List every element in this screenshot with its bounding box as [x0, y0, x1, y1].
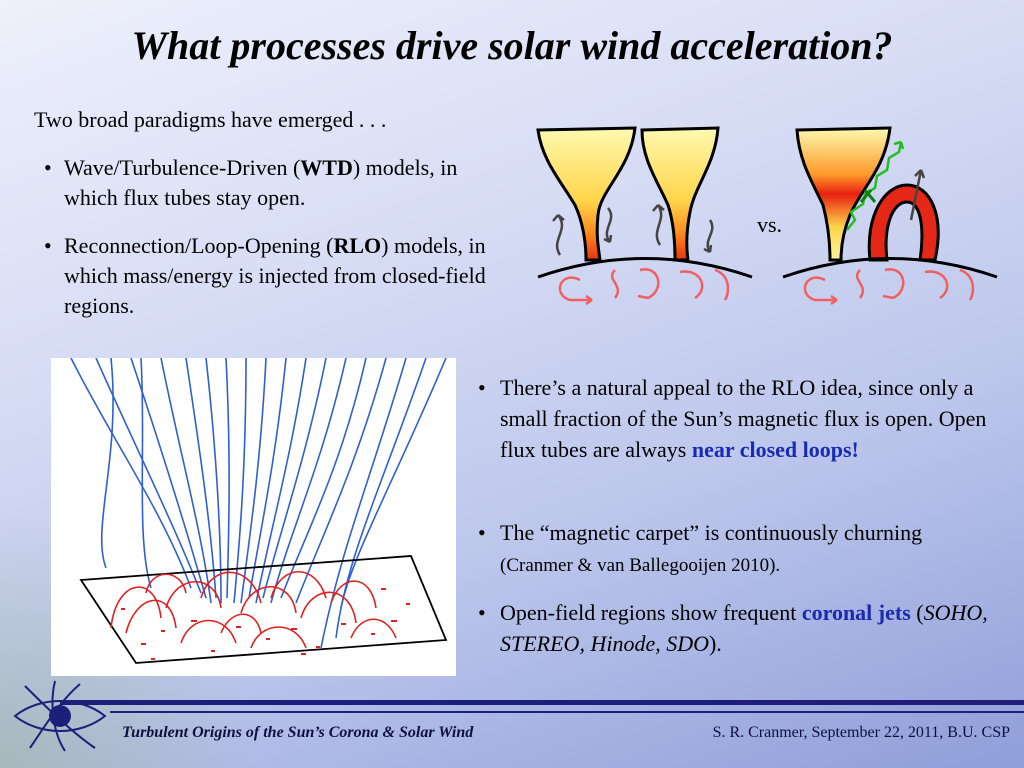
wtd-diagram [536, 126, 753, 306]
bullet-text: ). [708, 631, 722, 656]
bullet-dot: • [478, 600, 486, 625]
solar-surface [782, 257, 998, 279]
slide-title: What processes drive solar wind accelera… [131, 23, 893, 68]
bullet-list-top-1: • Wave/Turbulence-Driven (WTD) models, i… [44, 153, 514, 213]
carpet-plane [79, 555, 448, 664]
bullet-text: The “magnetic carpet” is continuously ch… [500, 520, 923, 545]
footer-credit: S. R. Cranmer, September 22, 2011, B.U. … [712, 724, 1010, 741]
magnetic-carpet-svg [70, 357, 448, 664]
sun-logo-icon [13, 680, 107, 752]
bullet-list-top-2: • Reconnection/Loop-Opening (RLO) models… [44, 231, 514, 321]
footer-rule [60, 700, 1024, 705]
bullet-dot: • [44, 233, 52, 258]
closed-loop [867, 183, 940, 262]
bullet-text: ) models, in which mass/energy is inject… [64, 233, 486, 318]
bullet-dot: • [478, 375, 486, 400]
bullet-text: ) models, in which flux tubes stay open. [64, 155, 458, 210]
bullet-highlight: coronal jets [801, 600, 911, 625]
bullet-text: Open-field regions show frequent [500, 600, 802, 625]
bullet-text: There’s a natural appeal to the RLO idea… [500, 375, 987, 462]
bullet-dot: • [478, 520, 486, 545]
rlo-diagram [782, 126, 998, 306]
flux-tube-right [640, 126, 720, 262]
magnetic-carpet-figure [51, 357, 456, 676]
bullet-wtd: • Wave/Turbulence-Driven (WTD) models, i… [44, 153, 514, 213]
footer-rule-thin [110, 711, 1024, 713]
intro-text: Two broad paradigms have emerged . . . [34, 107, 387, 132]
bullet-coronal-jets: • Open-field regions show frequent coron… [478, 597, 998, 659]
bullet-citation: (Cranmer & van Ballegooijen 2010). [500, 555, 781, 576]
flux-tube-left [536, 126, 637, 262]
bullet-dot: • [44, 155, 52, 180]
bullet-bold: RLO [333, 233, 382, 258]
vs-label: vs. [757, 212, 783, 237]
bullet-list-right-1: • There’s a natural appeal to the RLO id… [478, 372, 998, 465]
bullet-text: Wave/Turbulence-Driven ( [64, 155, 301, 180]
bullet-list-right-3: • Open-field regions show frequent coron… [478, 597, 998, 659]
bullet-bold: WTD [300, 155, 353, 180]
bullet-rlo: • Reconnection/Loop-Opening (RLO) models… [44, 231, 514, 321]
bullet-highlight: near closed loops! [691, 437, 859, 462]
footer-title: Turbulent Origins of the Sun’s Corona & … [122, 724, 474, 741]
bullet-magnetic-carpet: • The “magnetic carpet” is continuously … [478, 517, 998, 581]
bullet-text: Reconnection/Loop-Opening ( [64, 233, 334, 258]
solar-surface [537, 257, 753, 279]
flux-tube-rlo [795, 126, 892, 262]
bullet-rlo-appeal: • There’s a natural appeal to the RLO id… [478, 372, 998, 465]
bullet-missions: SOHO, STEREO, Hinode, SDO [500, 600, 988, 656]
bullet-list-right-2: • The “magnetic carpet” is continuously … [478, 517, 998, 581]
bullet-text: ( [910, 600, 924, 625]
